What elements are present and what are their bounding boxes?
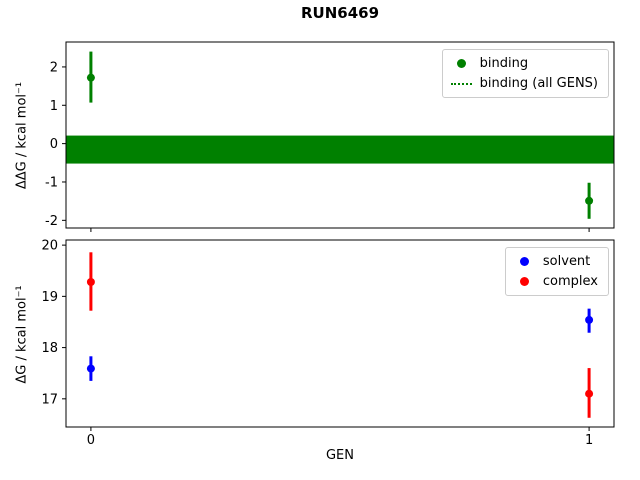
legend-entry-solvent: solvent (514, 254, 598, 269)
y-tick-label: 0 (50, 137, 58, 152)
y-tick-label: 18 (41, 341, 58, 356)
uncertainty-band (66, 135, 614, 164)
legend-label: solvent (542, 254, 591, 269)
dotted-line-icon (450, 82, 472, 85)
axes-frame (65, 41, 615, 229)
binding-point (585, 196, 594, 205)
complex-point (86, 278, 95, 287)
dot-marker-icon (519, 277, 529, 286)
legend-label: complex (542, 274, 598, 289)
legend-entry-complex: complex (514, 274, 598, 289)
y-tick-label: 17 (41, 392, 58, 407)
figure-title: RUN6469 (300, 4, 380, 22)
y-axis-label-top: ΔΔG / kcal mol⁻¹ (14, 81, 30, 190)
y-axis-label-bottom: ΔG / kcal mol⁻¹ (14, 285, 30, 384)
dot-marker-icon (456, 59, 466, 68)
y-tick-label: 20 (41, 239, 58, 254)
complex-point (585, 389, 594, 398)
legend-entry-binding: binding (451, 56, 598, 71)
legend-label: binding (479, 56, 529, 71)
legend-entry-binding-all-gens-: binding (all GENS) (450, 76, 598, 91)
legend-top: binding binding (all GENS) (441, 49, 609, 98)
solvent-point (86, 364, 95, 373)
solvent-point (585, 315, 594, 324)
y-tick-label: 19 (41, 290, 58, 305)
binding-point (86, 73, 95, 82)
y-tick-label: -2 (45, 214, 58, 229)
x-tick-label: 1 (585, 433, 593, 448)
x-axis-label: GEN (325, 448, 354, 463)
legend-bottom: solvent complex (504, 247, 609, 296)
y-tick-label: -1 (45, 175, 58, 190)
y-tick-label: 1 (50, 99, 58, 114)
legend-label: binding (all GENS) (479, 76, 598, 91)
dot-marker-icon (519, 257, 529, 266)
x-tick-label: 0 (87, 433, 95, 448)
axes-frame (65, 239, 615, 428)
y-tick-label: 2 (50, 60, 58, 75)
